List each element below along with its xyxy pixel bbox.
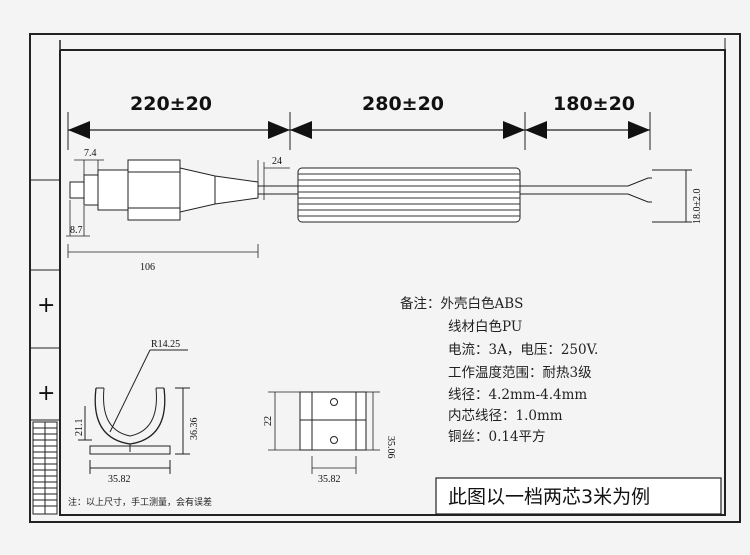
top-dimension-line [67, 112, 651, 150]
note-line-7: 铜丝：0.14平方 [448, 429, 546, 445]
note-line-2: 线材白色PU [448, 318, 522, 335]
left-title-strip: + + [30, 179, 60, 515]
note-line-1: 备注：外壳白色ABS [400, 295, 523, 312]
notes-block: 备注：外壳白色ABS 线材白色PU 电流：3A，电压：250V. 工作温度范围：… [400, 295, 598, 445]
plus-mark-bottom: + [37, 381, 55, 406]
note-line-3: 电流：3A，电压：250V. [448, 342, 598, 358]
dim-cable-height: 18.0±2.0 [692, 189, 703, 225]
dimension-left: 220±20 [130, 93, 212, 115]
dim-head-width: 7.4 [84, 148, 97, 159]
dim-clip-radius: R14.25 [151, 339, 180, 350]
dim-cable-offset: 24 [272, 156, 282, 167]
plug-drawing [69, 159, 300, 221]
plus-mark-top: + [37, 293, 55, 318]
outer-frame [29, 33, 741, 523]
dim-tip-length: 8.7 [70, 225, 83, 236]
dim-clip-height: 36.36 [189, 418, 200, 441]
caption-text: 此图以一档两芯3米为例 [448, 486, 650, 508]
dim-overall-length: 106 [140, 262, 155, 273]
block-drawing [299, 391, 367, 451]
dim-clip-width: 35.82 [108, 474, 131, 485]
clip-drawing [78, 349, 190, 474]
note-line-6: 内芯线径：1.0mm [448, 408, 563, 424]
note-line-5: 线径：4.2mm-4.4mm [448, 387, 587, 403]
dimension-middle: 280±20 [362, 93, 444, 115]
dim-block-height-small: 22 [263, 416, 274, 426]
note-line-4: 工作温度范围：耐热3级 [448, 365, 592, 381]
inner-frame [59, 49, 726, 516]
dimension-right: 180±20 [553, 93, 635, 115]
cable-end [520, 169, 692, 223]
caption-box: 此图以一档两芯3米为例 [435, 477, 722, 515]
coiled-cable [297, 167, 521, 223]
dim-block-height: 35.06 [385, 436, 396, 459]
dim-clip-height-small: 21.1 [74, 419, 85, 437]
footnote: 注：以上尺寸，手工测量，会有误差 [68, 496, 212, 508]
dim-block-width: 35.82 [318, 474, 341, 485]
